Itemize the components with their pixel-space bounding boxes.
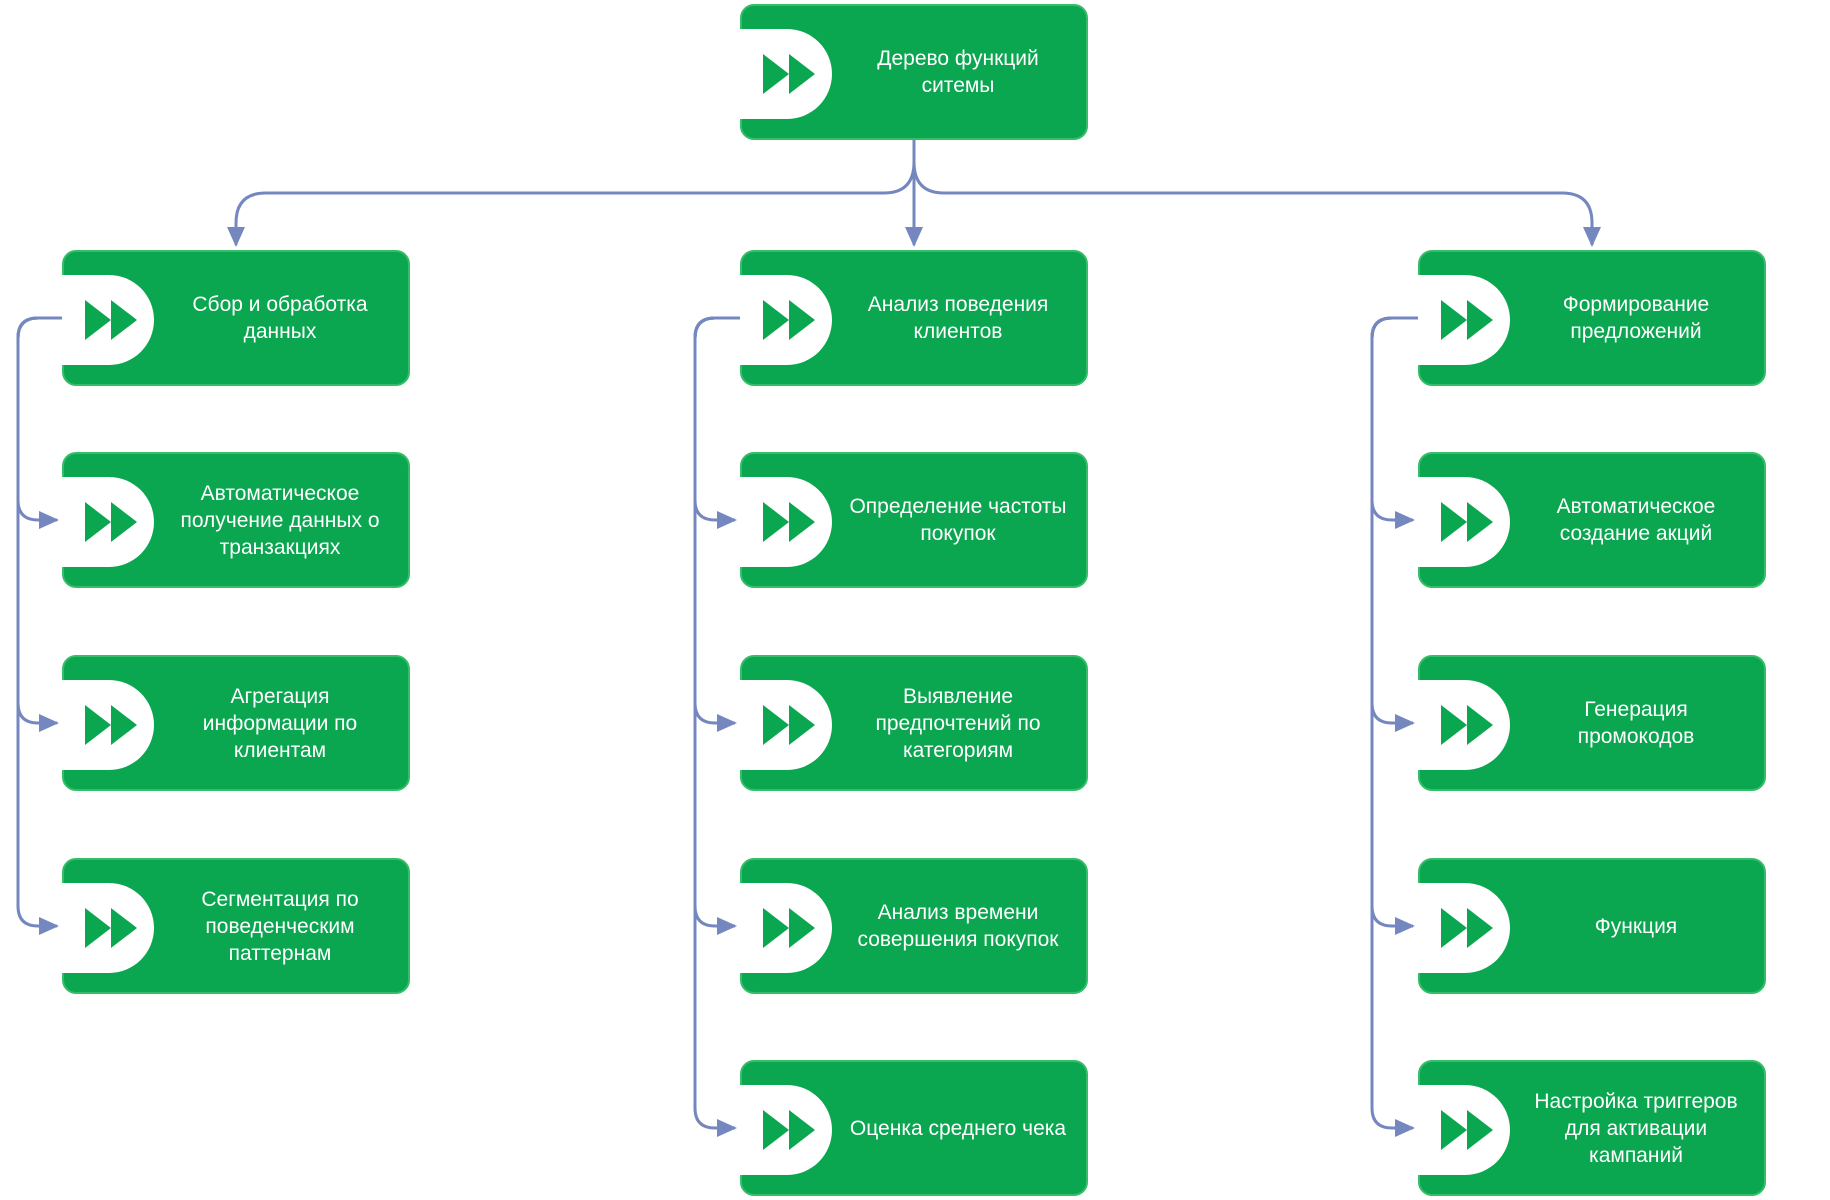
fast-forward-icon bbox=[763, 1110, 815, 1150]
connector-middle-child-4 bbox=[693, 316, 740, 1137]
node-label: Агрегация информации по клиентам bbox=[202, 684, 358, 762]
node-label: Формирование предложений bbox=[1562, 293, 1710, 343]
fast-forward-icon bbox=[1441, 300, 1493, 340]
fast-forward-icon bbox=[1441, 908, 1493, 948]
node-notch bbox=[1418, 477, 1510, 567]
node-notch bbox=[1418, 883, 1510, 973]
node-category-preferences: Выявление предпочтений по категориям bbox=[740, 655, 1088, 791]
connector-right-child-3 bbox=[1370, 316, 1418, 935]
node-notch bbox=[62, 275, 154, 365]
node-label: Определение частоты покупок bbox=[849, 495, 1067, 545]
node-average-check-estimation: Оценка среднего чека bbox=[740, 1060, 1088, 1196]
node-notch bbox=[1418, 275, 1510, 365]
node-label: Автоматическое получение данных о транза… bbox=[180, 481, 380, 559]
node-function-tree-root: Дерево функций ситемы bbox=[740, 4, 1088, 140]
node-notch bbox=[62, 883, 154, 973]
connector-left-child-3 bbox=[16, 316, 62, 935]
fast-forward-icon bbox=[763, 908, 815, 948]
node-notch bbox=[740, 29, 832, 119]
node-auto-transaction-data: Автоматическое получение данных о транза… bbox=[62, 452, 410, 588]
node-notch bbox=[740, 275, 832, 365]
connector-right-child-1 bbox=[1370, 316, 1418, 529]
node-label: Сбор и обработка данных bbox=[192, 293, 368, 343]
fast-forward-icon bbox=[763, 705, 815, 745]
fast-forward-icon bbox=[763, 502, 815, 542]
node-function: Функция bbox=[1418, 858, 1766, 994]
fast-forward-icon bbox=[763, 300, 815, 340]
fast-forward-icon bbox=[1441, 705, 1493, 745]
node-label: Выявление предпочтений по категориям bbox=[875, 684, 1041, 762]
connector-left-child-2 bbox=[16, 316, 62, 732]
node-notch bbox=[740, 1085, 832, 1175]
fast-forward-icon bbox=[763, 54, 815, 94]
node-label: Сегментация по поведенческим паттернам bbox=[201, 887, 359, 965]
node-label: Дерево функций ситемы bbox=[877, 47, 1039, 97]
connector-middle-child-1 bbox=[693, 316, 740, 529]
connector-middle-child-3 bbox=[693, 316, 740, 935]
fast-forward-icon bbox=[1441, 1110, 1493, 1150]
connector-middle-child-2 bbox=[693, 316, 740, 732]
node-promo-code-generation: Генерация промокодов bbox=[1418, 655, 1766, 791]
node-purchase-timing-analysis: Анализ времени совершения покупок bbox=[740, 858, 1088, 994]
node-label: Функция bbox=[1594, 914, 1678, 938]
node-behavior-segmentation: Сегментация по поведенческим паттернам bbox=[62, 858, 410, 994]
connector-right-child-2 bbox=[1370, 316, 1418, 732]
node-notch bbox=[740, 883, 832, 973]
node-label: Автоматическое создание акций bbox=[1556, 495, 1716, 545]
node-label: Анализ поведения клиентов bbox=[867, 293, 1049, 343]
connector-root-to-left-parent bbox=[227, 161, 916, 247]
connector-root-to-right-parent bbox=[912, 161, 1601, 247]
node-offer-generation: Формирование предложений bbox=[1418, 250, 1766, 386]
node-client-info-aggregation: Агрегация информации по клиентам bbox=[62, 655, 410, 791]
fast-forward-icon bbox=[85, 502, 137, 542]
node-notch bbox=[1418, 1085, 1510, 1175]
fast-forward-icon bbox=[85, 705, 137, 745]
node-notch bbox=[740, 680, 832, 770]
fast-forward-icon bbox=[85, 908, 137, 948]
node-data-collection: Сбор и обработка данных bbox=[62, 250, 410, 386]
fast-forward-icon bbox=[1441, 502, 1493, 542]
node-campaign-trigger-setup: Настройка триггеров для активации кампан… bbox=[1418, 1060, 1766, 1196]
node-purchase-frequency: Определение частоты покупок bbox=[740, 452, 1088, 588]
fast-forward-icon bbox=[85, 300, 137, 340]
connector-right-child-4 bbox=[1370, 316, 1418, 1137]
node-label: Оценка среднего чека bbox=[849, 1116, 1067, 1140]
node-notch bbox=[1418, 680, 1510, 770]
node-label: Настройка триггеров для активации кампан… bbox=[1534, 1089, 1738, 1167]
node-label: Анализ времени совершения покупок bbox=[857, 901, 1059, 951]
node-notch bbox=[62, 477, 154, 567]
connector-left-child-1 bbox=[16, 316, 62, 529]
node-notch bbox=[740, 477, 832, 567]
node-notch bbox=[62, 680, 154, 770]
node-auto-promotions: Автоматическое создание акций bbox=[1418, 452, 1766, 588]
node-client-behavior-analysis: Анализ поведения клиентов bbox=[740, 250, 1088, 386]
node-label: Генерация промокодов bbox=[1577, 698, 1695, 748]
